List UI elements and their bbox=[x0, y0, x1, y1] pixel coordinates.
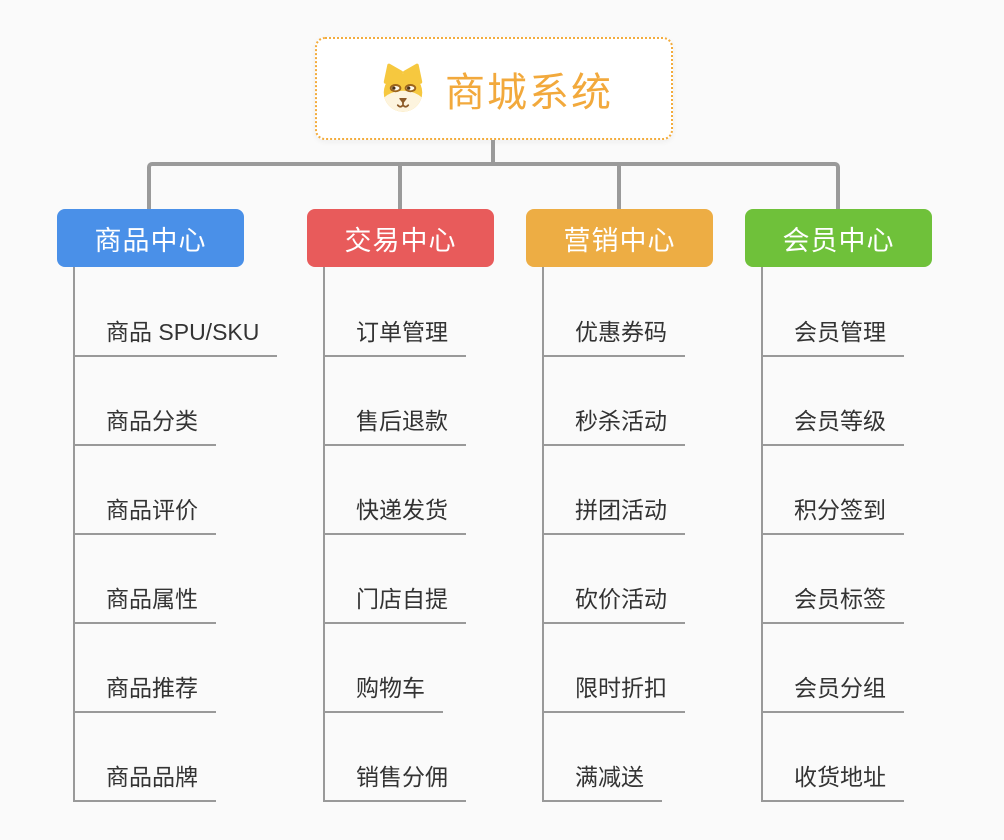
branch-trade-center[interactable]: 交易中心 bbox=[307, 209, 494, 267]
connector-bus bbox=[147, 162, 840, 209]
branch-product-center[interactable]: 商品中心 bbox=[57, 209, 244, 267]
leaf-limited-time-discount[interactable]: 限时折扣 bbox=[542, 671, 685, 713]
leaf-points-checkin[interactable]: 积分签到 bbox=[761, 493, 904, 535]
column-marketing-center: 优惠券码 秒杀活动 拼团活动 砍价活动 限时折扣 满减送 bbox=[526, 267, 766, 802]
column-product-center: 商品 SPU/SKU 商品分类 商品评价 商品属性 商品推荐 商品品牌 bbox=[57, 267, 297, 802]
connector-drop-marketing bbox=[617, 164, 621, 209]
leaf-shipping-address[interactable]: 收货地址 bbox=[761, 760, 904, 802]
leaf-full-reduction[interactable]: 满减送 bbox=[542, 760, 662, 802]
column-trade-center: 订单管理 售后退款 快递发货 门店自提 购物车 销售分佣 bbox=[307, 267, 547, 802]
leaf-group-buy[interactable]: 拼团活动 bbox=[542, 493, 685, 535]
leaf-member-management[interactable]: 会员管理 bbox=[761, 315, 904, 357]
leaf-member-group[interactable]: 会员分组 bbox=[761, 671, 904, 713]
leaf-sales-commission[interactable]: 销售分佣 bbox=[323, 760, 466, 802]
leaf-product-spu-sku[interactable]: 商品 SPU/SKU bbox=[73, 315, 278, 357]
leaf-product-category[interactable]: 商品分类 bbox=[73, 404, 216, 446]
leaf-product-review[interactable]: 商品评价 bbox=[73, 493, 216, 535]
leaf-coupon-code[interactable]: 优惠券码 bbox=[542, 315, 685, 357]
connector-drop-trade bbox=[398, 164, 402, 209]
leaf-member-tag[interactable]: 会员标签 bbox=[761, 582, 904, 624]
leaf-express-delivery[interactable]: 快递发货 bbox=[323, 493, 466, 535]
column-member-center: 会员管理 会员等级 积分签到 会员标签 会员分组 收货地址 bbox=[745, 267, 985, 802]
root-title: 商城系统 bbox=[445, 70, 613, 115]
branch-member-center[interactable]: 会员中心 bbox=[745, 209, 932, 267]
leaf-product-brand[interactable]: 商品品牌 bbox=[73, 760, 216, 802]
root-node-mall-system[interactable]: 商城系统 bbox=[315, 37, 673, 140]
leaf-shopping-cart[interactable]: 购物车 bbox=[323, 671, 443, 713]
connector-root-stub bbox=[491, 140, 495, 165]
leaf-member-level[interactable]: 会员等级 bbox=[761, 404, 904, 446]
leaf-order-management[interactable]: 订单管理 bbox=[323, 315, 466, 357]
leaf-product-attribute[interactable]: 商品属性 bbox=[73, 582, 216, 624]
branch-marketing-center[interactable]: 营销中心 bbox=[526, 209, 713, 267]
dog-face-icon bbox=[375, 61, 431, 117]
leaf-bargain-activity[interactable]: 砍价活动 bbox=[542, 582, 685, 624]
leaf-product-recommend[interactable]: 商品推荐 bbox=[73, 671, 216, 713]
leaf-flash-sale[interactable]: 秒杀活动 bbox=[542, 404, 685, 446]
leaf-store-pickup[interactable]: 门店自提 bbox=[323, 582, 466, 624]
leaf-aftersale-refund[interactable]: 售后退款 bbox=[323, 404, 466, 446]
